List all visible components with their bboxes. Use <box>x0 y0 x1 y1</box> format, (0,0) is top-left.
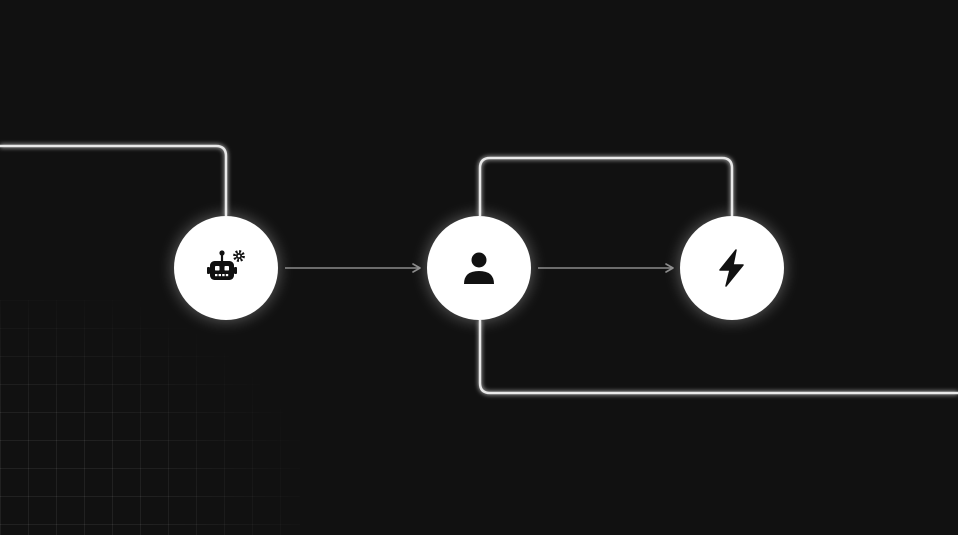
robot-node[interactable] <box>174 216 278 320</box>
user-node[interactable] <box>427 216 531 320</box>
lightning-bolt-icon <box>719 249 744 287</box>
background-grid <box>0 300 300 535</box>
gear-icon <box>233 250 245 262</box>
robot-icon <box>207 250 245 280</box>
output-wire <box>478 320 958 395</box>
loop-wire-top <box>478 156 734 216</box>
input-wire <box>0 144 228 216</box>
user-icon <box>464 252 494 284</box>
action-node[interactable] <box>680 216 784 320</box>
